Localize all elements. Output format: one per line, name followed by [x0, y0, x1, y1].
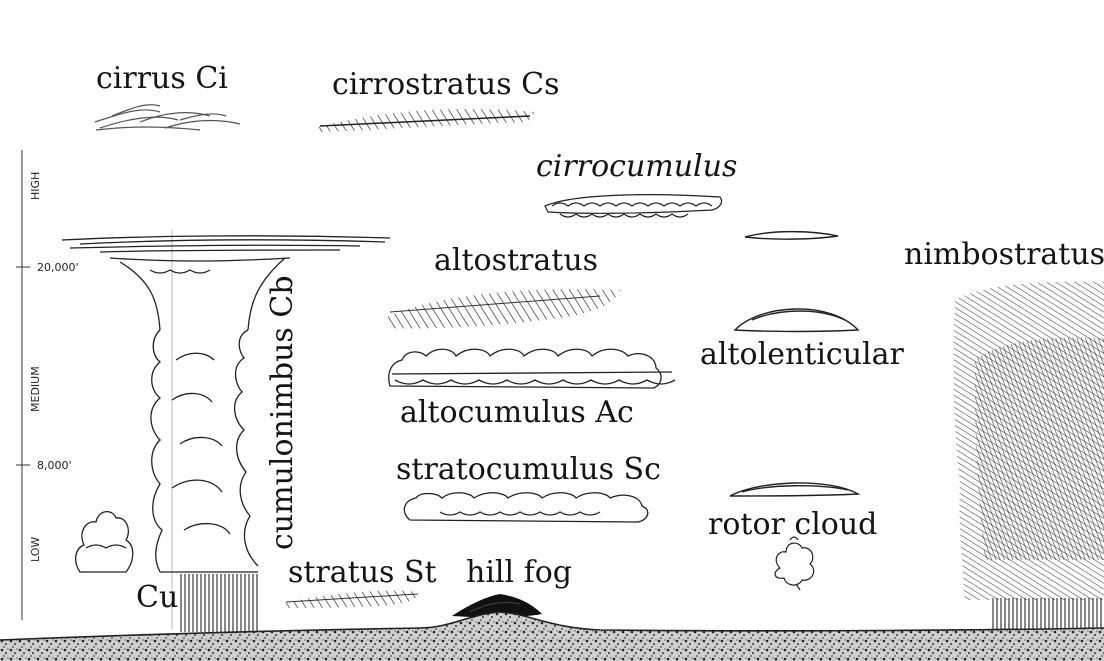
cirrostratus-drawing — [315, 109, 535, 132]
altolenticular-drawing — [735, 309, 858, 332]
cumulus-drawing — [76, 512, 133, 572]
altostratus-drawing — [385, 289, 620, 328]
band-label-high: HIGH — [30, 172, 41, 200]
label-cirrus: cirrus Ci — [96, 64, 228, 94]
lenticular-small-drawing — [745, 232, 838, 240]
cirrocumulus-drawing — [545, 195, 722, 217]
label-stratocumulus: stratocumulus Sc — [396, 455, 661, 485]
label-altolenticular: altolenticular — [700, 340, 904, 370]
label-altocumulus: altocumulus Ac — [400, 398, 634, 428]
rotor-cloud-drawing — [775, 537, 814, 590]
cumulonimbus-rain — [180, 574, 258, 632]
stratocumulus-drawing — [404, 493, 647, 522]
ground-drawing — [0, 612, 1104, 661]
label-nimbostratus: nimbostratus — [904, 240, 1104, 270]
tick-label-8000: 8,000' — [37, 460, 72, 471]
label-altostratus: altostratus — [434, 246, 598, 276]
tick-label-20000: 20,000' — [37, 262, 79, 273]
rotor-lens-drawing — [730, 483, 858, 496]
stratus-drawing — [282, 591, 420, 608]
label-hill-fog: hill fog — [466, 558, 572, 588]
label-cumulonimbus: cumulonimbus Cb — [268, 275, 298, 550]
cumulonimbus-drawing — [62, 236, 390, 572]
label-cirrocumulus: cirrocumulus — [536, 152, 737, 182]
band-label-medium: MEDIUM — [30, 366, 41, 412]
nimbostratus-drawing — [954, 282, 1104, 600]
label-stratus: stratus St — [288, 558, 437, 588]
label-rotor-cloud: rotor cloud — [708, 510, 877, 540]
label-cirrostratus: cirrostratus Cs — [332, 70, 559, 100]
altocumulus-drawing — [389, 349, 675, 388]
band-label-low: LOW — [30, 537, 41, 562]
label-cumulus: Cu — [136, 583, 178, 613]
cirrus-drawing — [95, 105, 240, 130]
nimbostratus-rain — [992, 598, 1104, 630]
